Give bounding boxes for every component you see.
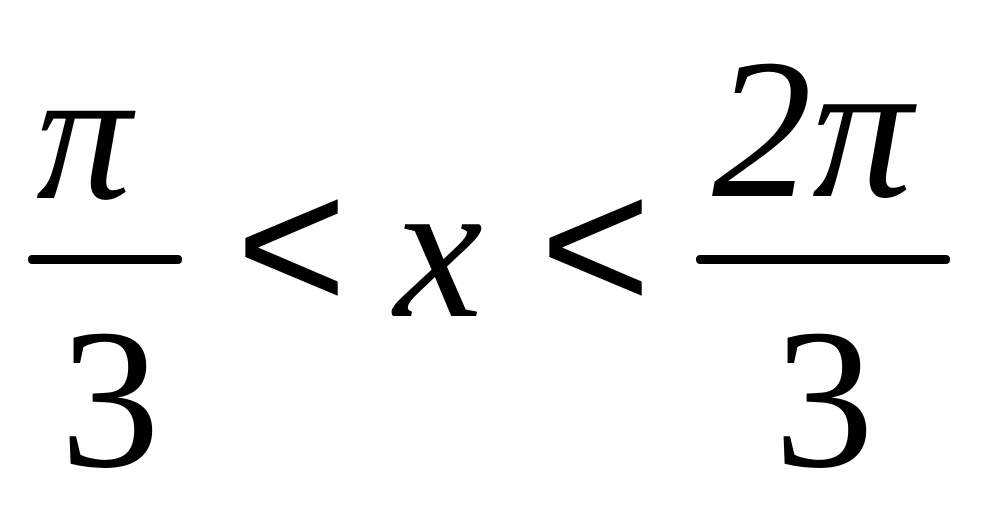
variable-x: x bbox=[394, 139, 483, 360]
right-fraction-denominator: 3 bbox=[774, 289, 874, 510]
left-fraction-denominator: 3 bbox=[60, 289, 160, 510]
left-fraction-bar bbox=[28, 255, 182, 264]
right-fraction-bar bbox=[696, 255, 950, 264]
less-than-sign-1: < bbox=[236, 139, 347, 351]
less-than-sign-2: < bbox=[540, 139, 651, 351]
left-fraction-numerator: π bbox=[36, 30, 132, 240]
right-fraction-numerator: 2π bbox=[712, 19, 913, 240]
